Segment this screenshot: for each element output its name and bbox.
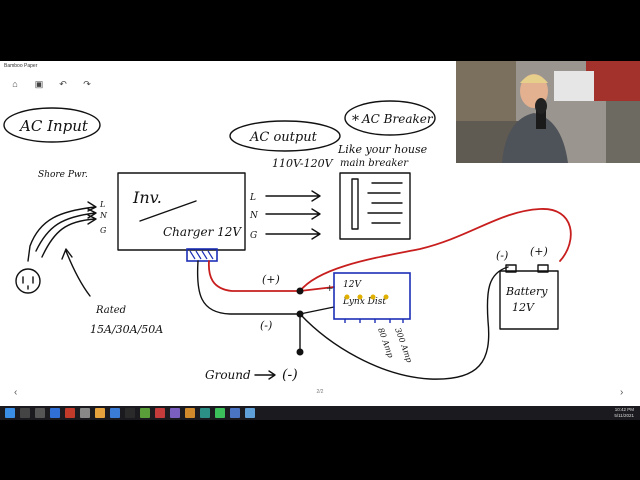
negative-label: (-)	[260, 319, 272, 332]
fuse-4	[383, 294, 389, 300]
positive-junction	[296, 287, 304, 295]
shore-l: L	[99, 200, 105, 209]
battery-label: Battery	[505, 285, 548, 298]
shore-cable-arrows	[87, 201, 97, 225]
battery-pos-label: (+)	[530, 245, 548, 258]
redo-icon[interactable]: ↷	[83, 78, 91, 89]
battery-pos-post	[537, 264, 549, 273]
app-icon-1[interactable]	[50, 408, 60, 418]
star-icon: *	[352, 113, 359, 129]
terminal-hatch	[189, 250, 214, 260]
ground-node	[296, 348, 304, 356]
ac-breaker-oval	[344, 100, 436, 136]
app-icon-12[interactable]	[215, 408, 225, 418]
ac-input-label: AC Input	[18, 117, 89, 135]
app-icon-6[interactable]	[125, 408, 135, 418]
breaker-note-1: Like your house	[337, 143, 428, 156]
ac-breaker-label: AC Breaker	[361, 112, 434, 126]
ac-output-oval	[229, 120, 341, 152]
breaker-panel	[339, 172, 411, 240]
toolbar: ⌂ ▣ ↶ ↷	[8, 77, 94, 91]
clock-date: 5/11/2021	[614, 413, 634, 418]
lynx-12v: 12V	[343, 280, 362, 290]
ground-minus-label: (-)	[282, 367, 298, 383]
start-icon[interactable]	[5, 408, 15, 418]
lynx-plus-mark: +	[326, 284, 334, 294]
pages-icon[interactable]: ▣	[34, 78, 44, 89]
amp-300-label: 300 Amp	[393, 327, 414, 364]
fuse-1	[344, 294, 350, 300]
app-icon-2[interactable]	[65, 408, 75, 418]
breaker-switches	[351, 178, 403, 230]
rated-label: Rated	[95, 305, 126, 316]
lynx-pins	[344, 319, 404, 323]
next-page-button[interactable]: ›	[620, 387, 624, 398]
taskview-icon[interactable]	[35, 408, 45, 418]
amp-80-label: 80 Amp	[376, 327, 395, 359]
undo-icon[interactable]: ↶	[59, 78, 67, 89]
search-icon[interactable]	[20, 408, 30, 418]
clock-time: 10:42 PM	[614, 407, 634, 412]
app-icon-5[interactable]	[110, 408, 120, 418]
system-clock[interactable]: 10:42 PM 5/11/2021	[614, 407, 634, 419]
positive-wire-battery	[299, 208, 572, 292]
shore-n: N	[99, 211, 108, 220]
inverter-slash	[139, 200, 197, 222]
app-icon-3[interactable]	[80, 408, 90, 418]
rated-arrow	[61, 248, 91, 297]
shore-g: G	[100, 226, 107, 235]
app-icon-9[interactable]	[170, 408, 180, 418]
shore-cable	[27, 206, 96, 262]
app-icon-14[interactable]	[245, 408, 255, 418]
ground-arrow	[254, 370, 276, 380]
negative-wire-battery	[299, 266, 509, 380]
breaker-note-2: main breaker	[340, 158, 409, 169]
voltage-label: 110V-120V	[272, 157, 334, 170]
rated-values: 15A/30A/50A	[90, 323, 163, 336]
fuse-2	[357, 294, 363, 300]
battery-neg-label: (-)	[496, 249, 508, 262]
inverter-label: Inv.	[132, 188, 162, 207]
page-indicator: 2/2	[316, 389, 324, 395]
battery-box	[499, 270, 559, 330]
app-icon-4[interactable]	[95, 408, 105, 418]
app-icon-13[interactable]	[230, 408, 240, 418]
charger-label: Charger 12V	[163, 225, 242, 239]
inverter-box	[117, 172, 246, 251]
positive-label: (+)	[262, 273, 280, 286]
shore-plug-pins	[22, 276, 34, 290]
output-arrows	[265, 190, 321, 240]
ac-input-oval	[3, 107, 101, 143]
lynx-distributor	[333, 272, 411, 320]
window-title: Bamboo Paper	[4, 63, 38, 69]
positive-wire-inverter	[207, 260, 335, 292]
webcam-scene	[456, 61, 640, 163]
fuse-3	[370, 294, 376, 300]
prev-page-button[interactable]: ‹	[14, 387, 18, 398]
battery-voltage: 12V	[512, 301, 535, 314]
out-n: N	[249, 211, 259, 221]
app-icon-7[interactable]	[140, 408, 150, 418]
negative-wire-inverter	[196, 260, 335, 315]
app-icon-10[interactable]	[185, 408, 195, 418]
ground-label: Ground	[205, 368, 251, 382]
drawing-canvas[interactable]: AC Input AC output * AC Breaker Like you…	[0, 61, 640, 406]
home-icon[interactable]: ⌂	[12, 79, 18, 89]
shore-power-label: Shore Pwr.	[38, 170, 88, 180]
app-icon-8[interactable]	[155, 408, 165, 418]
ac-output-label: AC output	[249, 130, 318, 145]
app-icon-11[interactable]	[200, 408, 210, 418]
taskbar: 10:42 PM 5/11/2021	[0, 406, 640, 420]
out-g: G	[250, 231, 257, 241]
shore-plug	[15, 268, 41, 294]
webcam-overlay	[456, 61, 640, 163]
battery-neg-post	[505, 264, 517, 273]
inverter-dc-terminal	[186, 248, 218, 262]
out-l: L	[249, 193, 256, 203]
lynx-name: Lynx Dist	[342, 297, 386, 307]
